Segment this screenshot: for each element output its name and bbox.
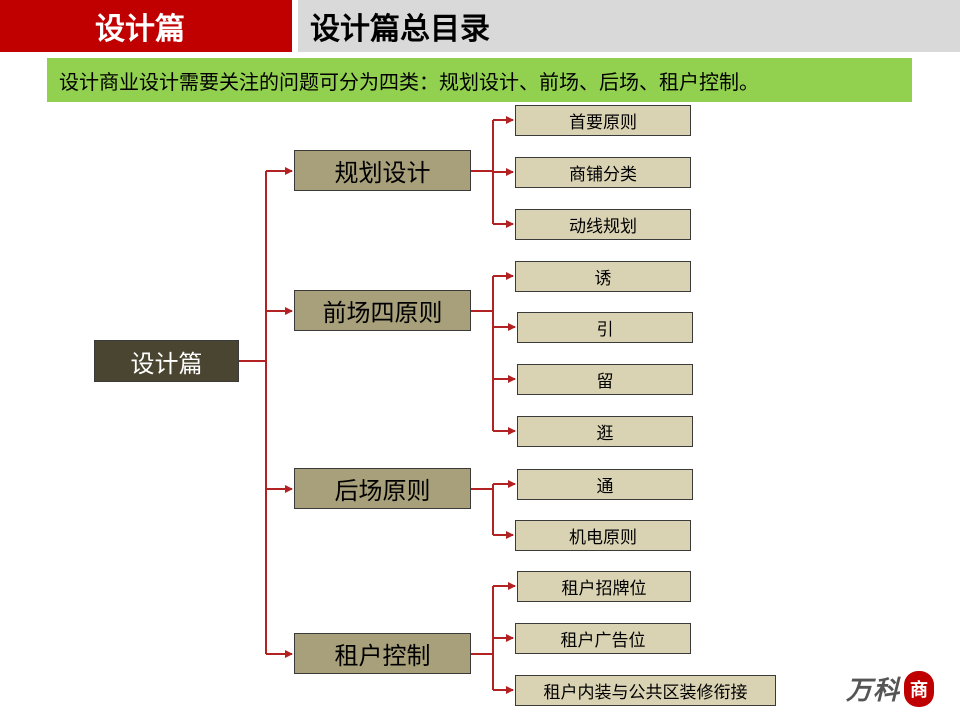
leaf-node: 租户招牌位	[517, 571, 691, 602]
leaf-node: 租户内装与公共区装修衔接	[515, 675, 776, 706]
leaf-label: 机电原则	[569, 528, 637, 548]
leaf-label: 租户广告位	[560, 631, 646, 651]
category-node-planning: 规划设计	[294, 150, 471, 191]
leaf-label: 首要原则	[569, 113, 637, 133]
leaf-node: 留	[517, 364, 693, 395]
leaf-node: 机电原则	[515, 520, 691, 551]
leaf-label: 通	[596, 477, 614, 497]
leaf-node: 首要原则	[515, 105, 691, 136]
section-tab-label: 设计篇	[95, 12, 185, 47]
page-title-label: 设计篇总目录	[310, 12, 490, 47]
category-node-backstage: 后场原则	[294, 468, 471, 509]
leaf-node: 通	[517, 469, 693, 500]
leaf-label: 留	[596, 372, 614, 392]
root-node-label: 设计篇	[130, 349, 203, 378]
category-node-frontstage: 前场四原则	[294, 290, 471, 331]
leaf-node: 引	[517, 312, 693, 343]
category-label: 租户控制	[334, 642, 431, 670]
leaf-label: 引	[596, 320, 614, 340]
subtitle-text: 设计商业设计需要关注的问题可分为四类：规划设计、前场、后场、租户控制。	[59, 69, 759, 94]
leaf-label: 商铺分类	[569, 165, 637, 185]
subtitle-banner: 设计商业设计需要关注的问题可分为四类：规划设计、前场、后场、租户控制。	[47, 58, 912, 102]
leaf-node: 租户广告位	[515, 623, 691, 654]
category-label: 后场原则	[334, 477, 431, 505]
category-label: 前场四原则	[322, 299, 443, 327]
leaf-label: 诱	[594, 269, 612, 289]
category-node-tenant: 租户控制	[294, 633, 471, 674]
leaf-label: 租户招牌位	[561, 579, 647, 599]
category-label: 规划设计	[334, 159, 431, 187]
logo-seal-icon: 商	[904, 670, 935, 707]
logo-text: 万科	[846, 676, 901, 706]
leaf-label: 动线规划	[569, 217, 637, 237]
root-node: 设计篇	[94, 340, 239, 382]
section-tab: 设计篇	[0, 0, 292, 52]
leaf-node: 商铺分类	[515, 157, 691, 188]
leaf-node: 动线规划	[515, 209, 691, 240]
page-title: 设计篇总目录	[298, 0, 960, 52]
leaf-label: 租户内装与公共区装修衔接	[543, 683, 748, 703]
vanke-logo: 万科 商	[846, 670, 935, 707]
leaf-node: 逛	[517, 416, 693, 447]
leaf-node: 诱	[515, 261, 691, 292]
leaf-label: 逛	[596, 424, 614, 444]
